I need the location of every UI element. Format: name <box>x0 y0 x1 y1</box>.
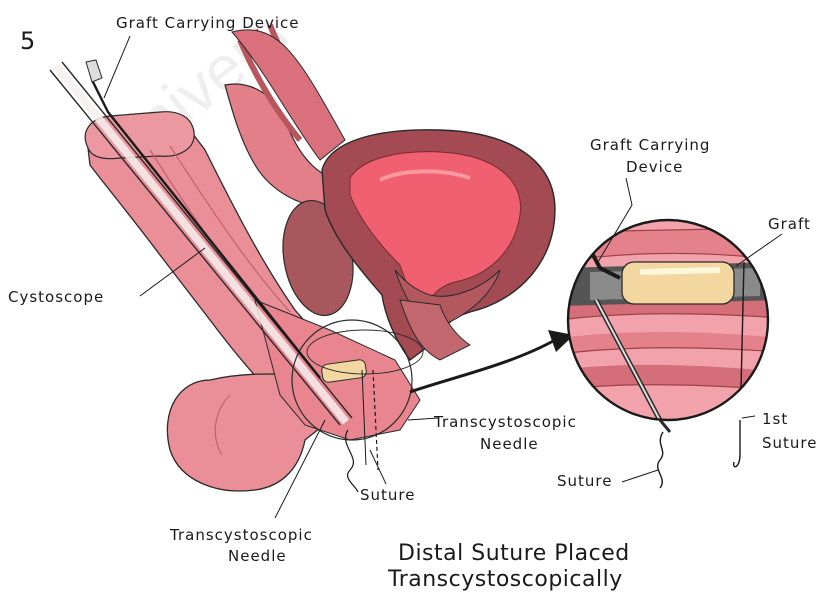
label-inset-transcystoscopic-line1: Transcystoscopic <box>433 413 577 431</box>
caption-line2: Transcystoscopically <box>387 567 623 592</box>
label-inset-graft-carrying-line1: Graft Carrying <box>590 136 710 154</box>
label-inset-first-suture-line1: 1st <box>762 410 788 428</box>
label-graft-carrying-device: Graft Carrying Device <box>116 14 300 32</box>
label-cystoscope: Cystoscope <box>8 288 104 306</box>
inset-suture-first <box>734 420 740 467</box>
label-inset-graft-carrying-line2: Device <box>626 158 683 176</box>
label-inset-transcystoscopic-line2: Needle <box>480 435 539 453</box>
label-transcystoscopic-needle-line2: Needle <box>228 547 287 565</box>
label-inset-first-suture-line2: Suture <box>762 434 817 452</box>
caption-line1: Distal Suture Placed <box>398 541 630 566</box>
inset-suture-left <box>658 432 663 488</box>
inset-view <box>560 215 780 488</box>
label-inset-graft: Graft <box>768 215 811 233</box>
label-inset-suture: Suture <box>557 472 612 490</box>
label-suture: Suture <box>360 486 415 504</box>
label-transcystoscopic-needle-line1: Transcystoscopic <box>169 526 313 544</box>
figure-number: 5 <box>20 27 35 55</box>
